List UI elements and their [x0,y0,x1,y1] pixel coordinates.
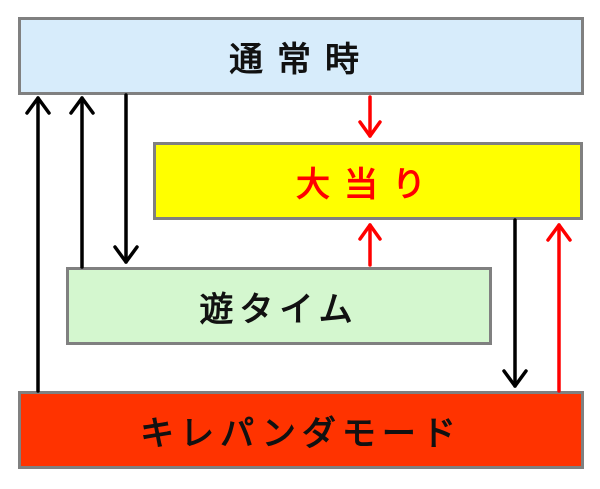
state-kirepanda-mode-label: キレパンダモード [140,413,462,454]
state-normal-label: 通常時 [229,39,373,80]
state-yu-time: 遊タイム [66,267,492,345]
arrow-kirepanda-to-bonus [546,223,572,393]
arrow-yu-time-to-normal [69,96,95,269]
state-yu-time-label: 遊タイム [199,289,359,330]
arrow-normal-to-bonus [358,95,382,138]
state-bonus-label: 大当り [296,164,440,205]
state-normal: 通常時 [18,17,584,95]
arrow-normal-to-yu-time [113,93,139,264]
state-bonus: 大当り [153,142,583,220]
arrow-kirepanda-to-normal [25,96,51,393]
arrow-bonus-to-kirepanda [502,218,528,388]
arrow-yu-time-to-bonus [358,223,382,267]
state-kirepanda-mode: キレパンダモード [18,391,584,469]
